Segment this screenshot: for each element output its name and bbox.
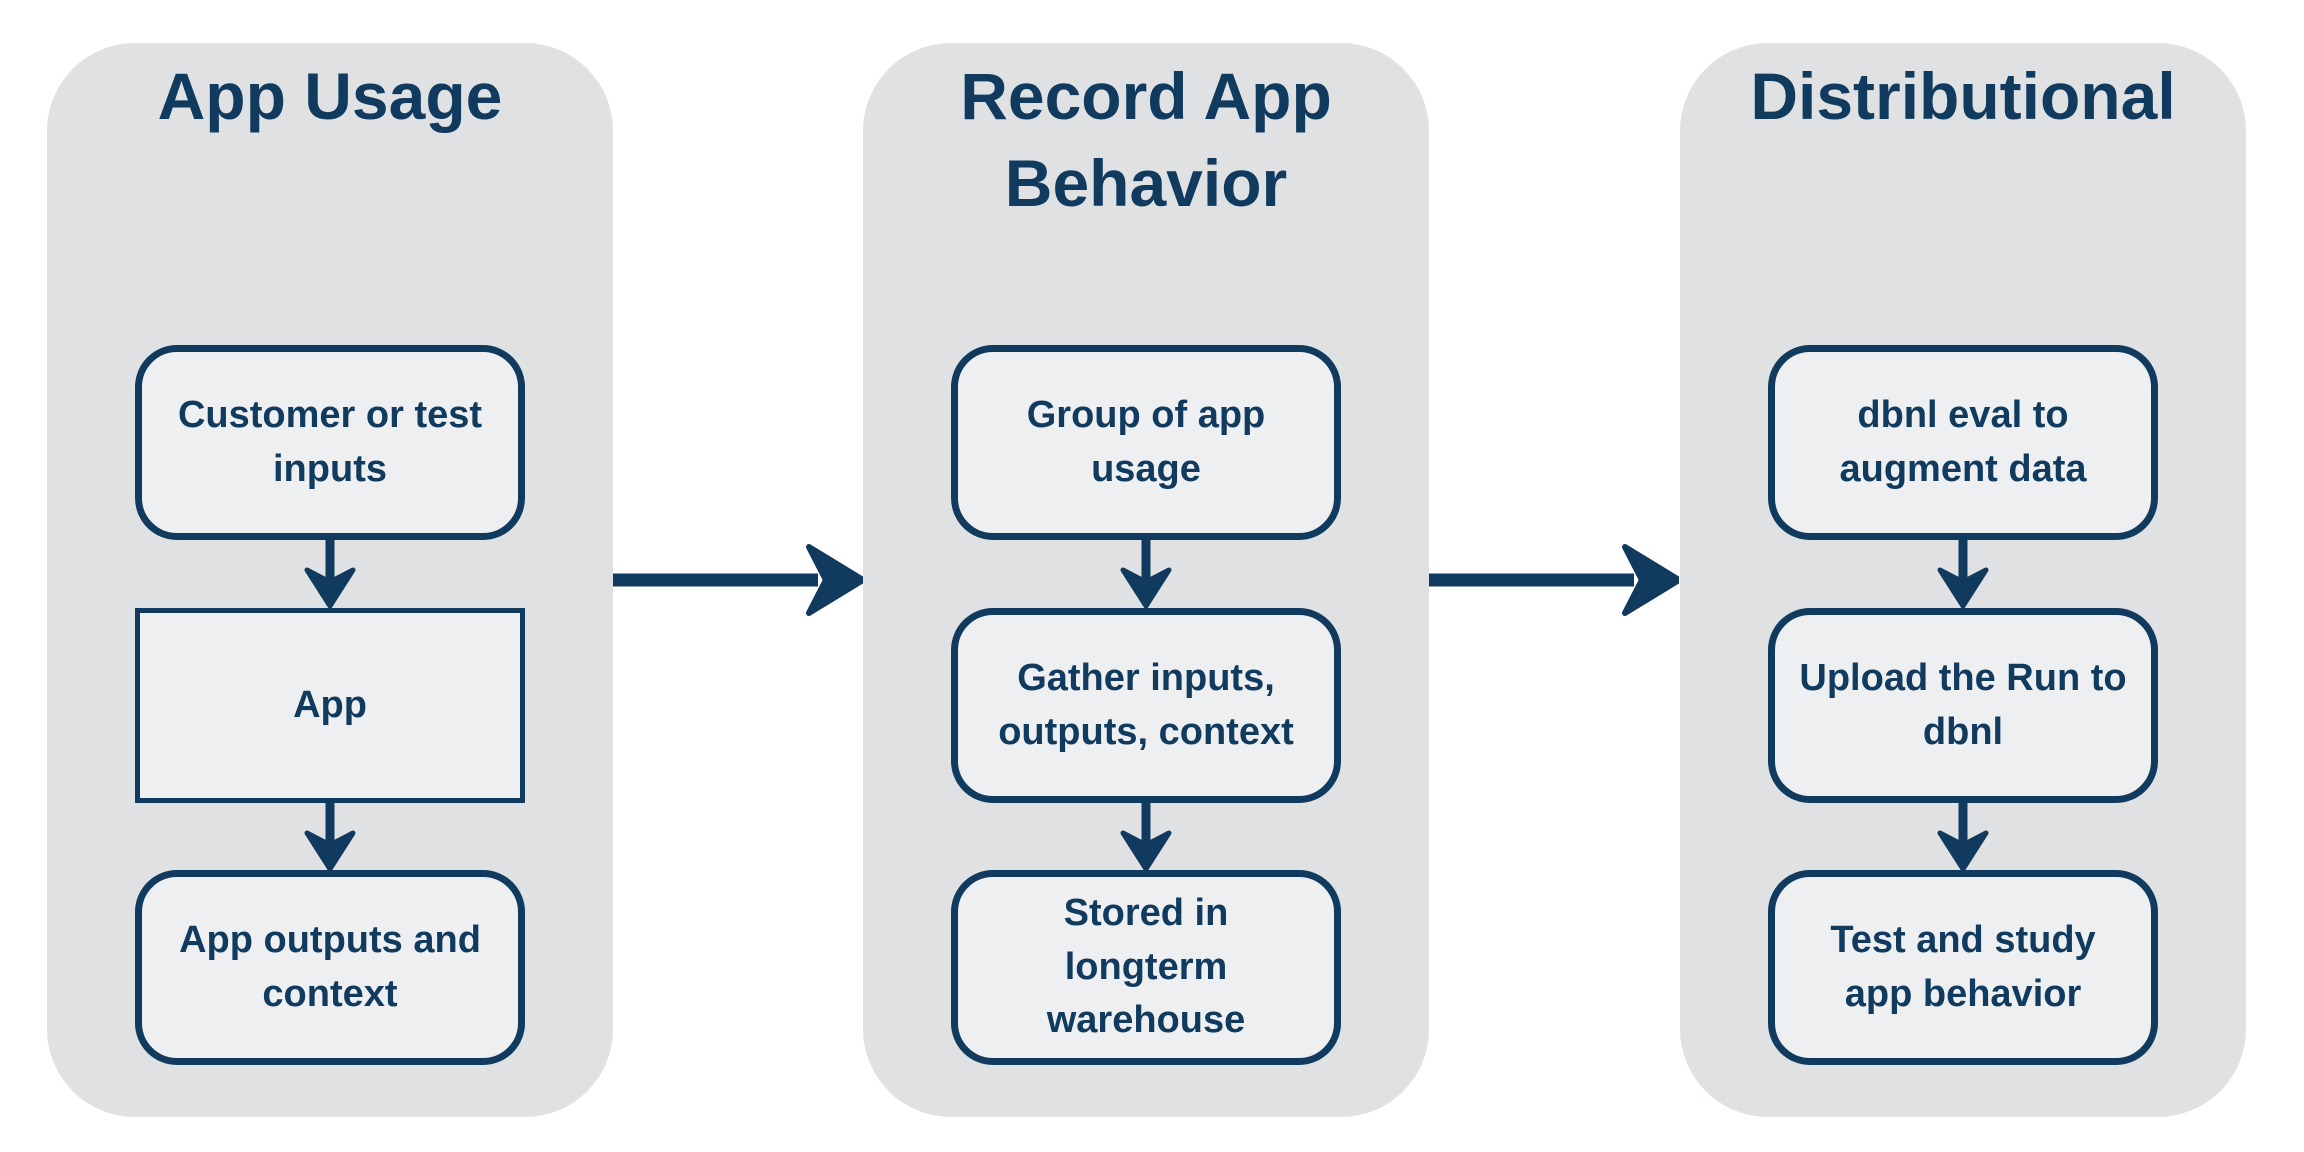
arrow-down-icon [1937,540,1989,608]
node-stored-in-longterm-warehouse: Stored in longterm warehouse [951,870,1341,1065]
column-app-usage: App Usage Customer or test inputs App Ap… [47,43,613,1117]
arrow-down-icon [304,540,356,608]
node-label: Test and study app behavior [1830,918,2096,1015]
node-gather-inputs-outputs-context: Gather inputs, outputs, context [951,608,1341,803]
node-label: Stored in longterm warehouse [1046,891,1246,1042]
arrow-down-icon [304,803,356,871]
node-label: Group of app usage [1026,393,1266,490]
node-label: dbnl eval to augment data [1839,393,2087,490]
node-label: App [293,683,367,726]
column-title-app-usage: App Usage [157,59,503,133]
node-group-of-app-usage: Group of app usage [951,345,1341,540]
column-record-app-behavior: Record App Behavior Group of app usage G… [863,43,1429,1117]
arrow-right-icon [1429,544,1679,616]
node-test-and-study-app-behavior: Test and study app behavior [1768,870,2158,1065]
node-label: Gather inputs, outputs, context [998,656,1294,753]
node-customer-or-test-inputs: Customer or test inputs [135,345,525,540]
column-title-record-app-behavior: Record App Behavior [960,59,1332,221]
column-distributional: Distributional dbnl eval to augment data… [1680,43,2246,1117]
node-label: App outputs and context [179,918,481,1015]
arrow-right-icon [613,544,863,616]
arrow-down-icon [1120,540,1172,608]
arrow-down-icon [1120,803,1172,871]
node-app: App [135,608,525,803]
arrow-down-icon [1937,803,1989,871]
column-title-distributional: Distributional [1750,59,2176,133]
node-label: Upload the Run to dbnl [1799,656,2127,753]
node-upload-the-run-to-dbnl: Upload the Run to dbnl [1768,608,2158,803]
node-app-outputs-and-context: App outputs and context [135,870,525,1065]
node-dbnl-eval-to-augment-data: dbnl eval to augment data [1768,345,2158,540]
node-label: Customer or test inputs [177,393,483,490]
